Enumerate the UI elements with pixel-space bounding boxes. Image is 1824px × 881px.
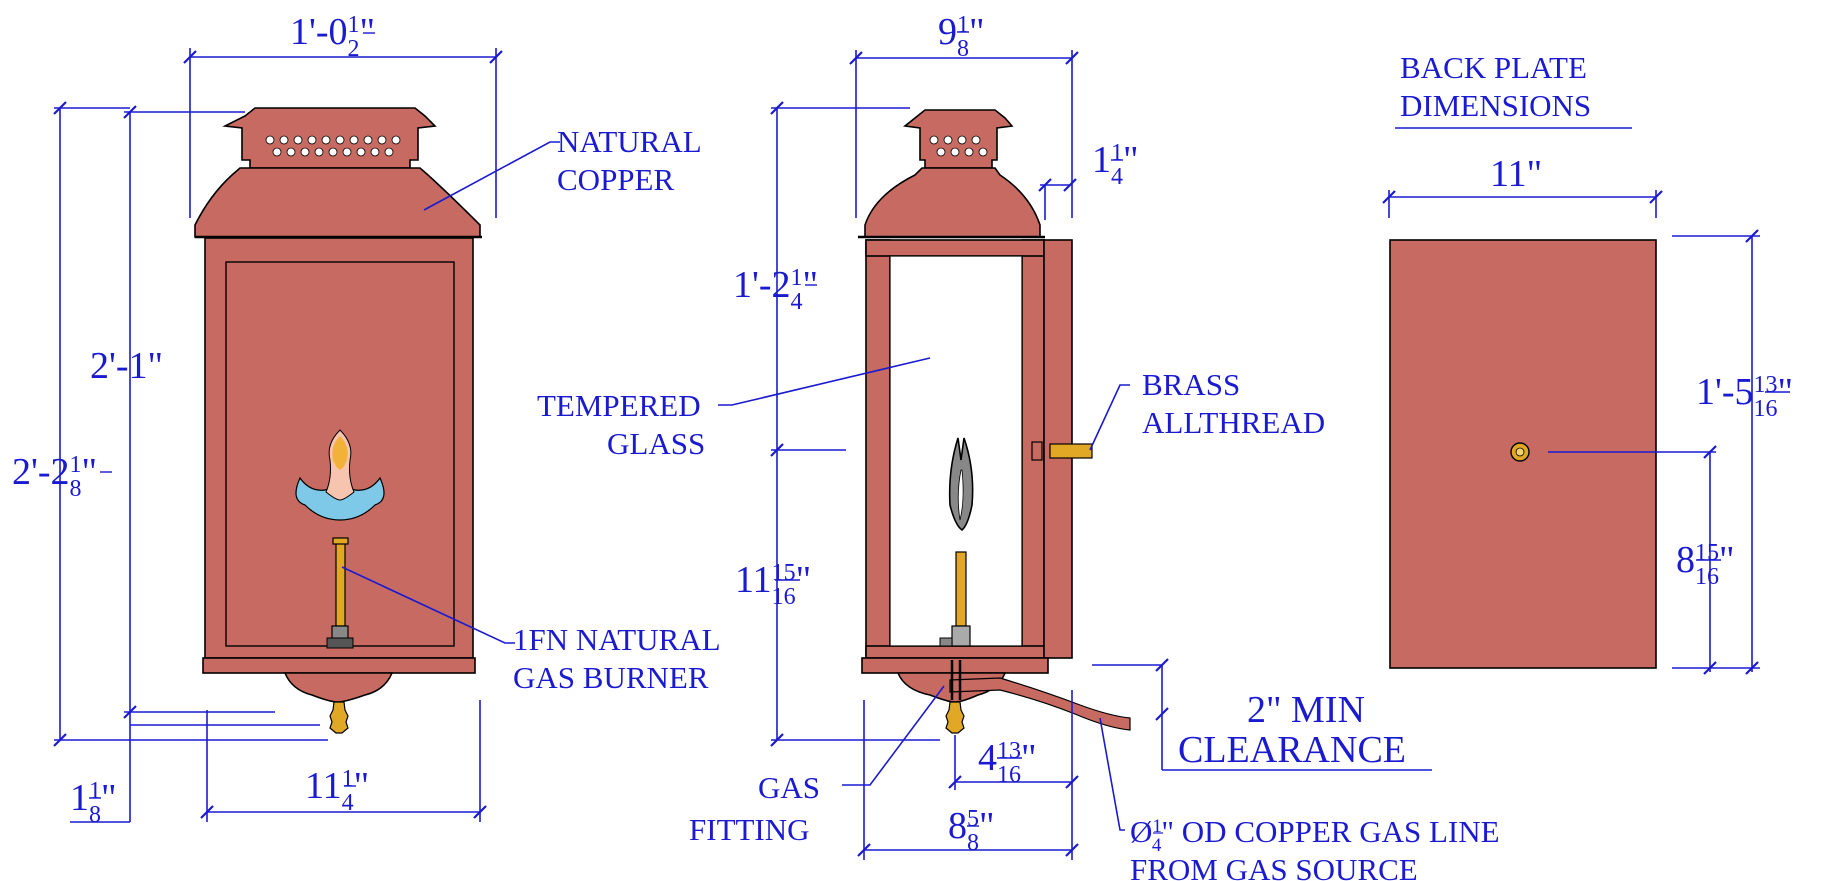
front-burner-fitting: [326, 637, 354, 649]
back-plate-width: 11": [1490, 153, 1542, 195]
burner-label-1: 1FN NATURAL: [513, 622, 721, 657]
back-plate-title-2: DIMENSIONS: [1400, 88, 1591, 123]
front-flame-core: [332, 436, 348, 470]
front-top-cap: [222, 107, 437, 169]
side-frame-left: [865, 239, 891, 659]
gas-fitting-label-1: GAS: [758, 770, 820, 805]
back-plate-dimensions: [1382, 127, 1760, 675]
side-frame-top: [865, 239, 1045, 257]
front-view: [194, 107, 482, 734]
side-base-band: [861, 657, 1049, 674]
front-burner-tip: [332, 537, 349, 545]
front-bottom-bowl: [283, 672, 394, 703]
front-body-height: 2'-1": [90, 345, 163, 387]
brass-allthread-label-2: ALLTHREAD: [1142, 405, 1325, 440]
back-plate-title-1: BACK PLATE: [1400, 50, 1587, 85]
side-view: [858, 109, 1131, 734]
side-burner-valve: [951, 625, 971, 647]
front-dome: [194, 167, 481, 238]
front-finial: [329, 701, 349, 734]
tempered-glass-label-2: GLASS: [607, 426, 705, 461]
side-burner-tube: [955, 551, 967, 627]
gas-fitting-label-2: FITTING: [689, 812, 810, 847]
natural-copper-label-2: COPPER: [557, 162, 674, 197]
tempered-glass-label-1: TEMPERED: [537, 388, 701, 423]
side-dimensions: [718, 50, 1432, 860]
side-vent-holes: [929, 135, 988, 157]
gas-line-label-2: FROM GAS SOURCE: [1130, 852, 1418, 881]
natural-copper-label-1: NATURAL: [557, 124, 702, 159]
side-dome: [864, 167, 1041, 238]
brass-allthread-label-1: BRASS: [1142, 367, 1240, 402]
side-allthread-nut: [1031, 441, 1043, 461]
clearance-label-1: 2" MIN: [1247, 689, 1365, 731]
front-base-band: [202, 657, 476, 674]
front-burner-tube: [335, 541, 346, 627]
side-frame-bottom: [865, 645, 1045, 659]
front-vent-holes: [265, 135, 401, 157]
side-allthread: [1049, 443, 1093, 459]
side-finial: [945, 701, 965, 734]
side-burner-fitting: [939, 637, 953, 647]
back-plate-view: [1389, 239, 1657, 669]
side-gas-line: [949, 677, 1131, 731]
clearance-label-2: CLEARANCE: [1178, 729, 1406, 771]
burner-label-2: GAS BURNER: [513, 660, 709, 695]
front-dimensions: [53, 48, 560, 823]
